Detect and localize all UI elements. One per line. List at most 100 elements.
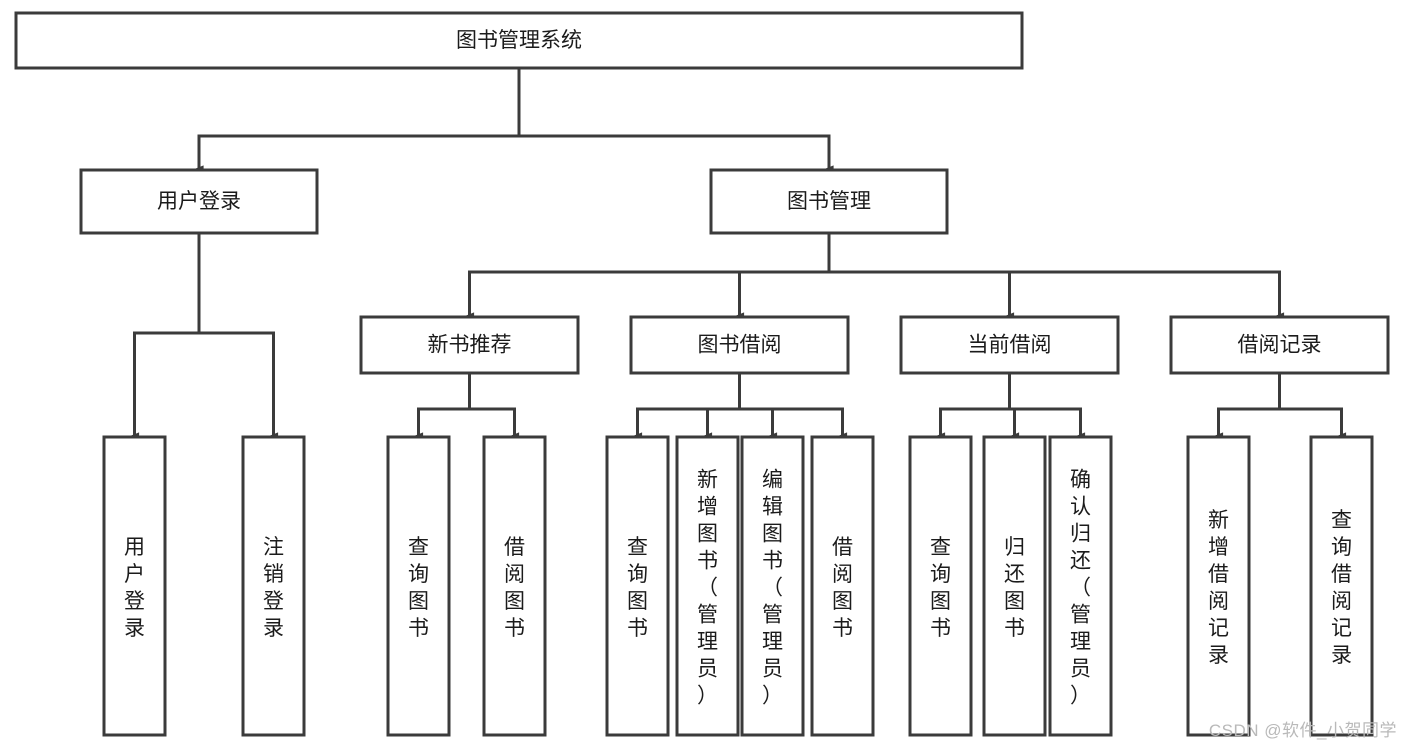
node-label-leaf-add-book-char-1: 增: [697, 496, 718, 519]
node-box-borrow-record: [1169, 315, 1390, 375]
node-user-login[interactable]: 用户登录: [79, 168, 319, 235]
node-box-leaf-confirm-return: [1048, 435, 1113, 737]
node-label-leaf-confirm-return-char-2: 归: [1070, 523, 1091, 546]
node-label-leaf-user-login-char-3: 录: [124, 617, 145, 640]
node-label-leaf-add-book-char-6: 理: [697, 631, 718, 654]
node-label-leaf-confirm-return-char-5: 管: [1070, 604, 1091, 627]
node-label-leaf-edit-book-char-4: （: [762, 577, 783, 600]
node-label-leaf-user-login-char-2: 登: [124, 590, 145, 613]
node-label-leaf-edit-book-char-1: 辑: [762, 496, 783, 519]
node-label-leaf-confirm-return-char-7: 员: [1070, 658, 1091, 681]
node-label-leaf-add-borrow-record-char-2: 借: [1208, 563, 1229, 586]
node-label-leaf-edit-book-char-0: 编: [762, 469, 783, 492]
node-label-leaf-return-book-char-2: 图: [1004, 590, 1025, 613]
node-label-leaf-add-borrow-record-char-3: 阅: [1208, 590, 1229, 613]
node-label-leaf-confirm-return-char-0: 确: [1070, 469, 1091, 492]
node-label-leaf-query-borrow-record-char-4: 记: [1331, 617, 1352, 640]
node-label-leaf-confirm-return-char-4: （: [1070, 577, 1091, 600]
node-label-leaf-confirm-return-char-8: ）: [1070, 685, 1091, 708]
node-label-leaf-add-book-char-0: 新: [697, 469, 718, 492]
node-box-user-login: [79, 168, 319, 235]
node-label-leaf-borrow-book-char-0: 借: [832, 536, 853, 559]
node-box-book-borrow: [629, 315, 850, 375]
node-label-leaf-query-book-current-char-0: 查: [930, 536, 951, 559]
node-box-root: [14, 11, 1024, 70]
node-box-leaf-edit-book: [740, 435, 805, 737]
node-label-borrow-record: 借阅记录: [1238, 334, 1322, 357]
csdn-watermark: CSDN @软件_小贺同学: [1208, 721, 1397, 740]
node-layer: 图书管理系统用户登录图书管理新书推荐图书借阅当前借阅借阅记录用户登录注销登录查询…: [14, 11, 1390, 737]
node-label-leaf-add-book-char-5: 管: [697, 604, 718, 627]
node-label-leaf-add-book-char-2: 图: [697, 523, 718, 546]
node-label-leaf-add-book-char-3: 书: [697, 550, 718, 573]
node-label-leaf-add-book-char-8: ）: [697, 685, 718, 708]
node-label-leaf-query-book-borrow-char-3: 书: [627, 617, 648, 640]
node-leaf-user-login[interactable]: 用户登录: [102, 435, 167, 737]
node-label-leaf-query-book-rec-char-1: 询: [408, 563, 429, 586]
node-label-leaf-add-book-char-4: （: [697, 577, 718, 600]
node-box-current-borrow: [899, 315, 1120, 375]
node-label-leaf-borrow-book-char-1: 阅: [832, 563, 853, 586]
node-box-leaf-query-book-current: [908, 435, 973, 737]
node-book-borrow[interactable]: 图书借阅: [629, 315, 850, 375]
node-borrow-record[interactable]: 借阅记录: [1169, 315, 1390, 375]
node-label-leaf-add-borrow-record-char-0: 新: [1208, 509, 1229, 532]
node-label-leaf-edit-book-char-2: 图: [762, 523, 783, 546]
node-root[interactable]: 图书管理系统: [14, 11, 1024, 70]
node-label-leaf-borrow-book-rec-char-3: 书: [504, 617, 525, 640]
node-label-leaf-query-borrow-record-char-0: 查: [1331, 509, 1352, 532]
node-box-leaf-query-book-borrow: [605, 435, 670, 737]
node-label-leaf-add-borrow-record-char-4: 记: [1208, 617, 1229, 640]
node-label-leaf-query-borrow-record-char-5: 录: [1331, 644, 1352, 667]
node-label-leaf-return-book-char-1: 还: [1004, 563, 1025, 586]
node-label-new-book-recommend: 新书推荐: [428, 334, 512, 357]
node-label-leaf-user-logout-char-1: 销: [263, 563, 284, 586]
node-label-leaf-query-book-borrow-char-0: 查: [627, 536, 648, 559]
node-label-leaf-add-borrow-record-char-5: 录: [1208, 644, 1229, 667]
node-new-book-recommend[interactable]: 新书推荐: [359, 315, 580, 375]
node-label-leaf-query-book-current-char-1: 询: [930, 563, 951, 586]
node-label-leaf-edit-book-char-5: 管: [762, 604, 783, 627]
node-label-leaf-user-login-char-0: 用: [124, 536, 145, 559]
node-current-borrow[interactable]: 当前借阅: [899, 315, 1120, 375]
node-box-leaf-add-book: [675, 435, 740, 737]
node-label-leaf-confirm-return-char-1: 认: [1070, 496, 1091, 519]
node-box-leaf-add-borrow-record: [1186, 435, 1251, 737]
node-box-leaf-borrow-book: [810, 435, 875, 737]
node-box-leaf-user-logout: [241, 435, 306, 737]
node-label-leaf-add-book-char-7: 员: [697, 658, 718, 681]
node-label-leaf-query-book-rec-char-0: 查: [408, 536, 429, 559]
node-label-leaf-query-book-current-char-2: 图: [930, 590, 951, 613]
node-label-leaf-return-book-char-0: 归: [1004, 536, 1025, 559]
node-box-leaf-query-book-rec: [386, 435, 451, 737]
node-label-leaf-return-book-char-3: 书: [1004, 617, 1025, 640]
node-box-book-manage: [709, 168, 949, 235]
node-label-book-manage: 图书管理: [787, 190, 871, 213]
node-label-book-borrow: 图书借阅: [698, 334, 782, 357]
node-label-leaf-edit-book-char-6: 理: [762, 631, 783, 654]
node-label-leaf-query-borrow-record-char-1: 询: [1331, 536, 1352, 559]
node-label-leaf-query-book-rec-char-2: 图: [408, 590, 429, 613]
node-label-leaf-query-book-current-char-3: 书: [930, 617, 951, 640]
node-label-leaf-user-logout-char-0: 注: [263, 536, 284, 559]
node-label-leaf-query-borrow-record-char-3: 阅: [1331, 590, 1352, 613]
node-label-root: 图书管理系统: [456, 29, 582, 52]
node-book-manage[interactable]: 图书管理: [709, 168, 949, 235]
node-label-leaf-user-login-char-1: 户: [124, 563, 145, 586]
node-label-leaf-borrow-book-char-3: 书: [832, 617, 853, 640]
node-label-leaf-query-book-borrow-char-2: 图: [627, 590, 648, 613]
